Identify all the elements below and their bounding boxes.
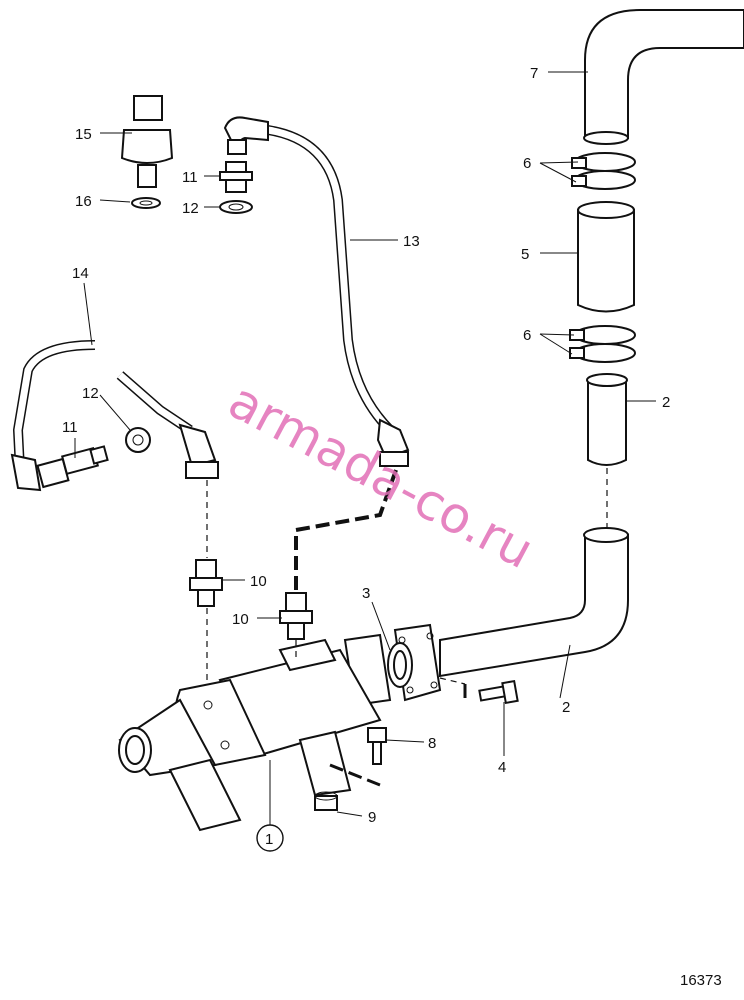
callout-9: 9	[368, 809, 376, 826]
part-10-nipple-right	[279, 592, 313, 640]
part-15-sender	[120, 95, 174, 188]
watermark: armada-co.ru	[219, 371, 542, 580]
part-13-hose	[223, 116, 410, 467]
callout-10-lower: 10	[232, 611, 249, 628]
callout-10-upper: 10	[250, 573, 267, 590]
part-16-washer	[131, 197, 161, 209]
part-1-heat-exchanger	[118, 638, 382, 832]
part-14-hose	[10, 340, 219, 492]
callout-15: 15	[75, 126, 92, 143]
alignment-8	[329, 763, 381, 787]
part-6-hose-clamps-upper	[571, 152, 636, 190]
callout-7: 7	[530, 65, 538, 82]
callout-16: 16	[75, 193, 92, 210]
alignment-13	[294, 469, 398, 590]
part-11-fitting-lower	[36, 445, 109, 489]
reference-number: 16373	[680, 972, 722, 989]
part-4-bolt	[439, 677, 519, 705]
part-2-pipe-upper	[586, 373, 628, 466]
callout-3: 3	[362, 585, 370, 602]
callout-8: 8	[428, 735, 436, 752]
part-6-hose-clamps-lower	[569, 325, 636, 363]
callout-1-circle	[256, 824, 284, 852]
callout-1: 1	[265, 831, 273, 848]
part-9-nut	[314, 791, 338, 811]
leader-lines	[74, 71, 656, 817]
callout-labels: 7 6 5 6 2 2 15 16 11 12 13 14 12 11 10 1…	[62, 65, 670, 852]
part-7-bent-pipe	[583, 9, 744, 145]
part-10-nipple-left	[189, 559, 223, 607]
callout-2-upper: 2	[662, 394, 670, 411]
callout-12-upper: 12	[182, 200, 199, 217]
callout-2-lower: 2	[562, 699, 570, 716]
callout-13: 13	[403, 233, 420, 250]
part-11-fitting-upper	[219, 161, 253, 193]
callout-11-lower: 11	[62, 419, 78, 436]
part-2-pipe-lower	[439, 527, 629, 678]
callout-4: 4	[498, 759, 506, 776]
part-8-screw	[367, 727, 387, 765]
part-3-flange	[343, 623, 442, 707]
callout-14: 14	[72, 265, 89, 282]
part-5-rubber-sleeve	[577, 201, 635, 313]
callout-6-lower: 6	[523, 327, 531, 344]
callout-11-upper: 11	[182, 169, 198, 186]
part-12-washer-lower	[125, 427, 151, 453]
callout-6-upper: 6	[523, 155, 531, 172]
part-12-washer-upper	[219, 200, 253, 214]
callout-5: 5	[521, 246, 529, 263]
callout-12-lower: 12	[82, 385, 99, 402]
